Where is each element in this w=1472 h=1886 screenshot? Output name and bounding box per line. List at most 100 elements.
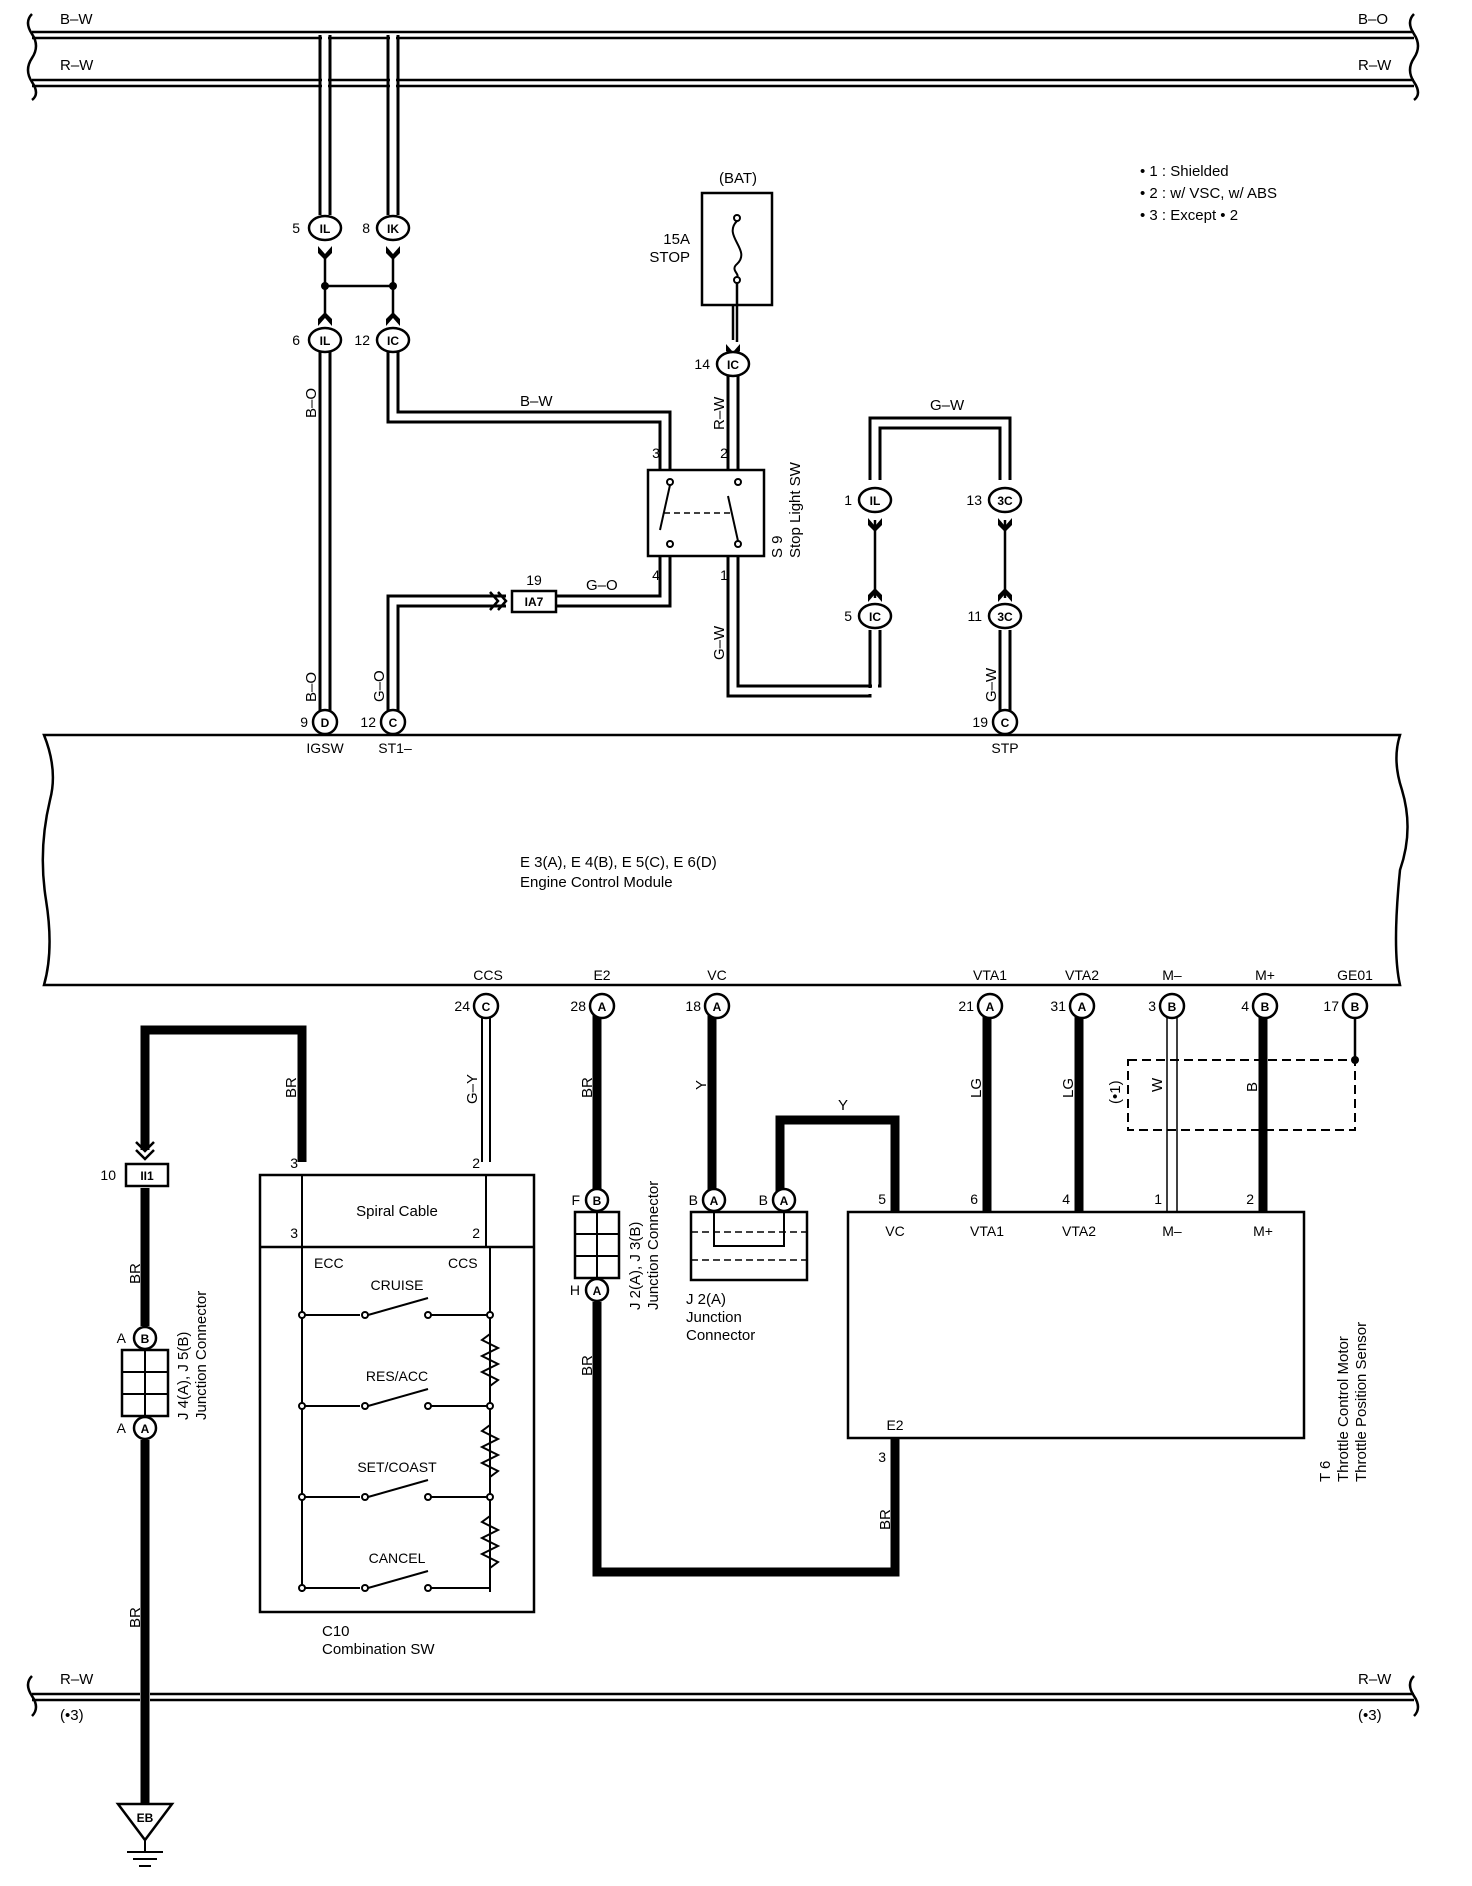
- svg-text:3C: 3C: [997, 494, 1013, 508]
- ecm-pin-m-minus: M– B 3: [1148, 967, 1186, 1020]
- svg-text:H: H: [570, 1282, 580, 1298]
- wire-label-br-e2-low: BR: [579, 1355, 596, 1376]
- shield-note: (•1): [1107, 1080, 1124, 1104]
- svg-text:Junction Connector: Junction Connector: [645, 1181, 662, 1310]
- svg-text:RES/ACC: RES/ACC: [366, 1368, 428, 1384]
- svg-text:IGSW: IGSW: [306, 740, 344, 756]
- shield-outline: [1127, 1059, 1356, 1131]
- svg-text:E2: E2: [886, 1417, 903, 1433]
- wire-label-br-top: BR: [283, 1077, 300, 1098]
- wire-label-br-e2: BR: [579, 1077, 596, 1098]
- svg-text:28: 28: [570, 998, 586, 1014]
- svg-text:1: 1: [1154, 1191, 1162, 1207]
- legend-item-3: • 3 : Except • 2: [1140, 207, 1238, 224]
- fuse-rating: 15A: [663, 231, 690, 248]
- svg-text:3C: 3C: [997, 610, 1013, 624]
- ecm-pin-ccs: CCS C 24: [454, 967, 503, 1020]
- svg-text:J 2(A): J 2(A): [686, 1291, 726, 1308]
- wire-label-lg-2: LG: [1060, 1078, 1077, 1098]
- wire-label-gw-stp: G–W: [983, 667, 1000, 702]
- junction-j2-j3: B F A H J 2(A), J 3(B) Junction Connecto…: [570, 1181, 662, 1310]
- lower-wires-thin: [481, 1008, 1357, 1212]
- ecm-pin-vc: VC A 18: [685, 967, 731, 1020]
- svg-text:J 4(A), J 5(B): J 4(A), J 5(B): [175, 1332, 192, 1420]
- wire-label-y-j2: Y: [838, 1097, 848, 1114]
- fuse-stop: (BAT) 15A STOP: [649, 170, 774, 307]
- wire-label-y-vc: Y: [693, 1080, 710, 1090]
- wire-label-gw-sw: G–W: [711, 625, 728, 660]
- svg-text:8: 8: [362, 220, 370, 236]
- svg-text:A: A: [117, 1420, 127, 1436]
- splice-dot: [389, 282, 397, 290]
- svg-text:VC: VC: [707, 967, 726, 983]
- connector-il-1: IL 1: [844, 486, 893, 532]
- svg-text:VTA1: VTA1: [973, 967, 1007, 983]
- svg-text:A: A: [713, 1000, 722, 1014]
- top-bus-right-1: B–O: [1358, 11, 1388, 28]
- svg-text:CCS: CCS: [448, 1255, 478, 1271]
- svg-text:5: 5: [292, 220, 300, 236]
- svg-text:M+: M+: [1253, 1223, 1273, 1239]
- svg-text:6: 6: [292, 332, 300, 348]
- wire-label-gw-top: G–W: [930, 397, 965, 414]
- svg-text:E2: E2: [593, 967, 610, 983]
- svg-text:ECC: ECC: [314, 1255, 344, 1271]
- svg-text:A: A: [593, 1284, 602, 1298]
- svg-text:3: 3: [290, 1155, 298, 1171]
- svg-text:IA7: IA7: [525, 595, 544, 609]
- svg-text:17: 17: [1323, 998, 1339, 1014]
- ecm-pin-vta2: VTA2 A 31: [1050, 967, 1099, 1020]
- svg-text:IL: IL: [320, 334, 331, 348]
- svg-text:1: 1: [844, 492, 852, 508]
- svg-text:1: 1: [720, 567, 728, 583]
- connector-ii1: II1 10: [100, 1141, 170, 1188]
- wire-label-br-left-low: BR: [127, 1607, 144, 1628]
- svg-text:EB: EB: [137, 1811, 154, 1825]
- top-bus-left-1: B–W: [60, 11, 93, 28]
- wire-label-rw: R–W: [711, 396, 728, 430]
- svg-text:IK: IK: [387, 222, 399, 236]
- lower-wires-thick: [140, 1008, 1268, 1804]
- svg-text:SET/COAST: SET/COAST: [357, 1459, 437, 1475]
- svg-text:24: 24: [454, 998, 470, 1014]
- svg-text:Throttle Control Motor: Throttle Control Motor: [1335, 1336, 1352, 1482]
- svg-text:ST1–: ST1–: [378, 740, 412, 756]
- svg-text:IC: IC: [869, 610, 881, 624]
- top-bus-left-2: R–W: [60, 57, 94, 74]
- svg-text:B: B: [759, 1192, 768, 1208]
- wire-label-go: G–O: [586, 577, 618, 594]
- wire-label-w: W: [1149, 1077, 1166, 1092]
- wire-label-b: B: [1244, 1082, 1261, 1092]
- svg-text:Connector: Connector: [686, 1327, 755, 1344]
- svg-text:M–: M–: [1162, 1223, 1182, 1239]
- top-bus-right-2: R–W: [1358, 57, 1392, 74]
- ecm-pin-stp: C 19 STP: [972, 708, 1019, 756]
- ecm-connectors: E 3(A), E 4(B), E 5(C), E 6(D): [520, 854, 717, 871]
- ecm-pin-st1: C 12 ST1–: [360, 708, 412, 756]
- connector-ic-5: IC 5: [844, 588, 893, 630]
- svg-text:M+: M+: [1255, 967, 1275, 983]
- svg-text:4: 4: [1241, 998, 1249, 1014]
- svg-text:VTA1: VTA1: [970, 1223, 1004, 1239]
- connector-il-5: IL 5: [292, 214, 343, 260]
- wire-label-br-left-mid: BR: [127, 1263, 144, 1284]
- svg-text:B: B: [689, 1192, 698, 1208]
- svg-text:A: A: [141, 1422, 150, 1436]
- connector-ic-12: IC 12: [354, 312, 411, 354]
- bottom-bus: [26, 1675, 1420, 1717]
- svg-text:IC: IC: [727, 358, 739, 372]
- legend-item-1: • 1 : Shielded: [1140, 163, 1229, 180]
- svg-text:19: 19: [526, 572, 542, 588]
- svg-text:CANCEL: CANCEL: [369, 1550, 426, 1566]
- connector-ia7: IA7 19: [489, 572, 558, 614]
- svg-text:19: 19: [972, 714, 988, 730]
- svg-text:6: 6: [970, 1191, 978, 1207]
- connector-il-6: IL 6: [292, 312, 343, 354]
- connector-3c-11: 3C 11: [967, 588, 1023, 630]
- stop-light-switch: 3 2 4 1 S 9 Stop Light SW: [646, 445, 804, 583]
- svg-text:IC: IC: [387, 334, 399, 348]
- connector-3c-13: 3C 13: [966, 486, 1023, 532]
- svg-text:B: B: [1261, 1000, 1270, 1014]
- svg-text:2: 2: [472, 1155, 480, 1171]
- svg-text:II1: II1: [140, 1169, 154, 1183]
